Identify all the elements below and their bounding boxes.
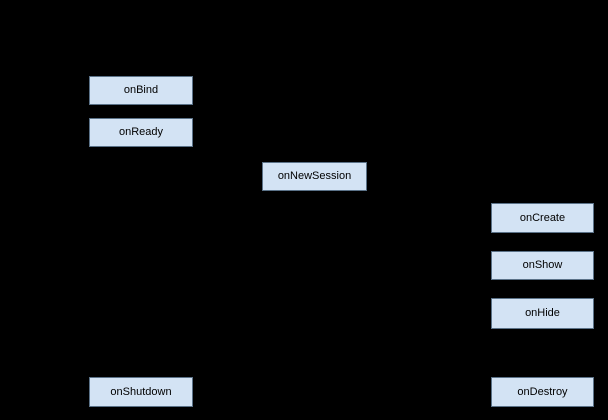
node-onshow: onShow: [491, 251, 594, 280]
node-onnewsession: onNewSession: [262, 162, 367, 191]
node-onshutdown: onShutdown: [89, 377, 193, 407]
node-onhide: onHide: [491, 298, 594, 329]
node-ondestroy: onDestroy: [491, 377, 594, 407]
node-onready: onReady: [89, 118, 193, 147]
node-onbind: onBind: [89, 76, 193, 105]
node-oncreate: onCreate: [491, 203, 594, 233]
